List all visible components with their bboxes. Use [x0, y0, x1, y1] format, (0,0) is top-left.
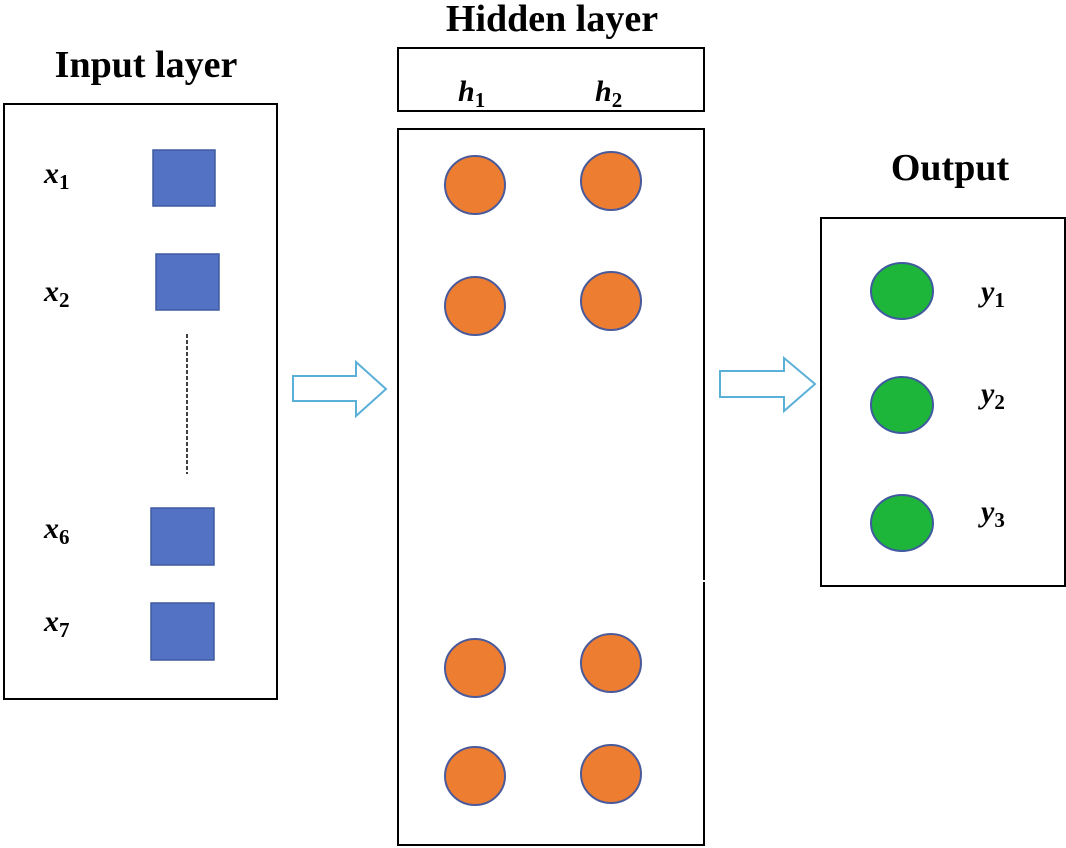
output-node-1 [870, 262, 934, 320]
input-node-6: x6 [43, 507, 215, 566]
input-node-7: x7 [43, 602, 215, 661]
input-label-6: x6 [43, 512, 70, 549]
hidden-layer-panel [397, 128, 705, 846]
input-label-1: x1 [43, 157, 70, 194]
output-layer-panel [820, 217, 1066, 587]
input-layer-title: Input layer [55, 44, 238, 86]
hidden-node-r4-c1 [444, 746, 506, 806]
hidden-header-label-1: h1 [458, 75, 485, 112]
hidden-node-r1-c1 [444, 155, 506, 215]
input-node-square-1 [152, 149, 216, 207]
input-node-square-7 [150, 602, 215, 661]
hidden-layer-header [397, 47, 705, 112]
input-layer-panel [3, 103, 278, 700]
input-node-square-2 [155, 253, 220, 311]
hidden-node-r1-c2 [580, 151, 642, 211]
output-label-3: y3 [978, 495, 1005, 532]
input-node-square-6 [150, 507, 215, 566]
hidden-node-r4-c2 [580, 744, 642, 804]
output-title: Output [891, 147, 1010, 189]
output-label-2: y2 [978, 377, 1005, 414]
output-label-1: y1 [978, 275, 1005, 312]
hidden-header-label-2: h2 [595, 75, 622, 112]
hidden-node-r3-c1 [444, 638, 506, 698]
input-label-2: x2 [43, 275, 70, 312]
right-arrow-icon [292, 359, 388, 419]
input-node-2: x2 [43, 253, 220, 312]
hidden-node-r2-c2 [580, 271, 642, 331]
hidden-layer-title: Hidden layer [446, 0, 658, 40]
hidden-node-r3-c2 [580, 633, 642, 693]
input-node-1: x1 [43, 149, 216, 207]
hidden-node-r2-c1 [444, 276, 506, 336]
input-label-7: x7 [43, 605, 70, 642]
output-node-2 [870, 376, 934, 434]
right-arrow-icon [719, 355, 817, 414]
output-node-3 [870, 494, 934, 552]
